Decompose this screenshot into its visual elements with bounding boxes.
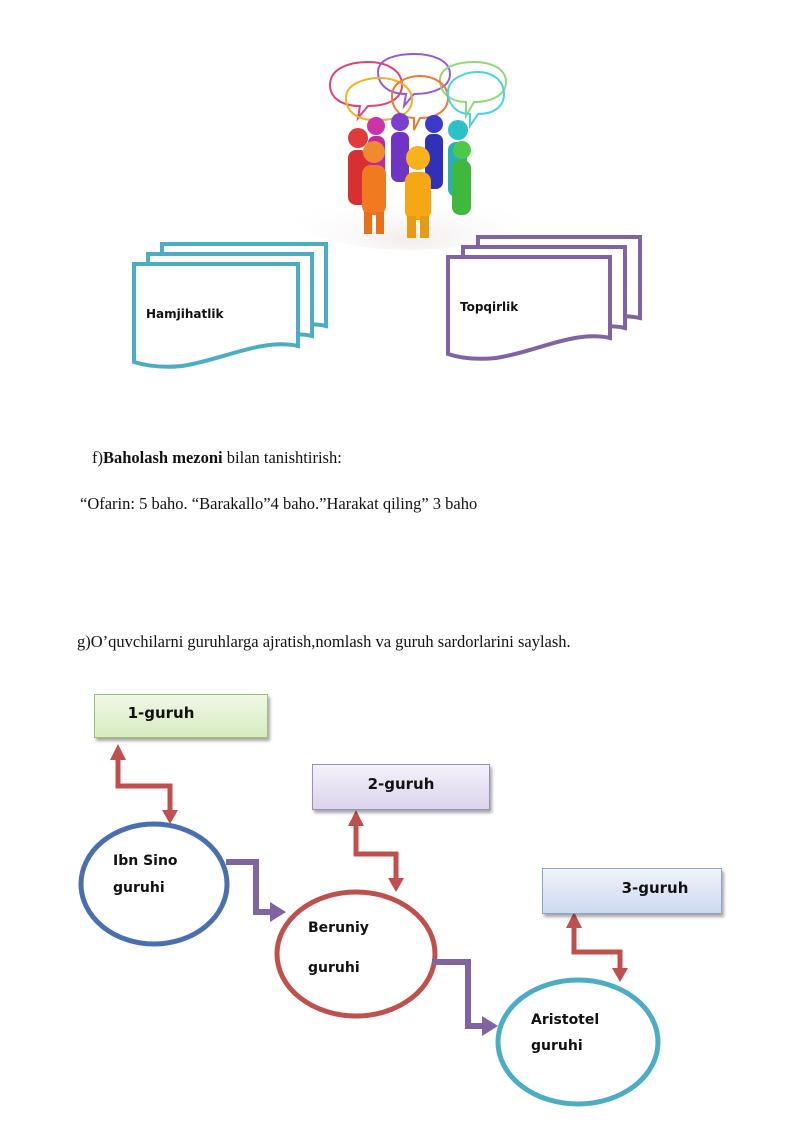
group-box-3: 3-guruh <box>542 868 722 914</box>
double-arrow-group-3-down <box>612 968 628 982</box>
section-f-prefix: f) <box>92 448 103 467</box>
grading-criteria-line: “Ofarin: 5 baho. “Barakallo”4 baho.”Hara… <box>80 494 478 513</box>
section-g-text: g)O’quvchilarni guruhlarga ajratish,noml… <box>77 632 571 651</box>
doc-label-topqirlik: Topqirlik <box>460 300 519 314</box>
double-arrow-group-1-down <box>162 810 178 824</box>
double-arrow-group-2-down <box>388 878 404 892</box>
double-arrow-group-3 <box>571 928 623 970</box>
double-arrow-group-2 <box>353 826 399 880</box>
document-stack-hamjihatlik <box>132 242 328 369</box>
double-arrow-group-3-up <box>566 912 582 928</box>
group-box-2: 2-guruh <box>312 764 490 810</box>
circle-2-line1: Beruniy <box>308 920 369 936</box>
circle-1-line1: Ibn Sino <box>113 853 178 869</box>
connector-arrow-1-2-head <box>270 902 286 922</box>
section-f-rest: bilan tanishtirish: <box>222 448 342 467</box>
group-box-1-label: 1-guruh <box>127 704 195 722</box>
document-stack-topqirlik <box>446 235 642 361</box>
section-f-bold: Baholash mezoni <box>103 448 223 467</box>
double-arrow-group-1 <box>115 760 173 812</box>
circle-beruniy <box>274 889 438 1019</box>
circle-3-line2: guruhi <box>531 1038 583 1054</box>
connector-arrow-2-3 <box>432 959 484 1029</box>
double-arrow-group-2-up <box>348 810 364 826</box>
double-arrow-group-1-up <box>110 744 126 760</box>
group-box-1: 1-guruh <box>94 694 268 738</box>
connector-arrow-1-2 <box>226 859 272 915</box>
circle-2-line2: guruhi <box>308 960 360 976</box>
doc-label-hamjihatlik: Hamjihatlik <box>146 307 224 321</box>
group-box-2-label: 2-guruh <box>367 775 435 793</box>
circle-aristotel <box>495 977 661 1107</box>
people-talking-icon <box>290 52 530 250</box>
connector-arrow-2-3-head <box>482 1016 498 1036</box>
circle-ibn-sino <box>78 821 230 947</box>
circle-3-line1: Aristotel <box>531 1012 600 1028</box>
section-f-heading: f)Baholash mezoni bilan tanishtirish: <box>92 448 342 468</box>
group-box-3-label: 3-guruh <box>621 879 689 897</box>
circle-1-line2: guruhi <box>113 880 165 896</box>
